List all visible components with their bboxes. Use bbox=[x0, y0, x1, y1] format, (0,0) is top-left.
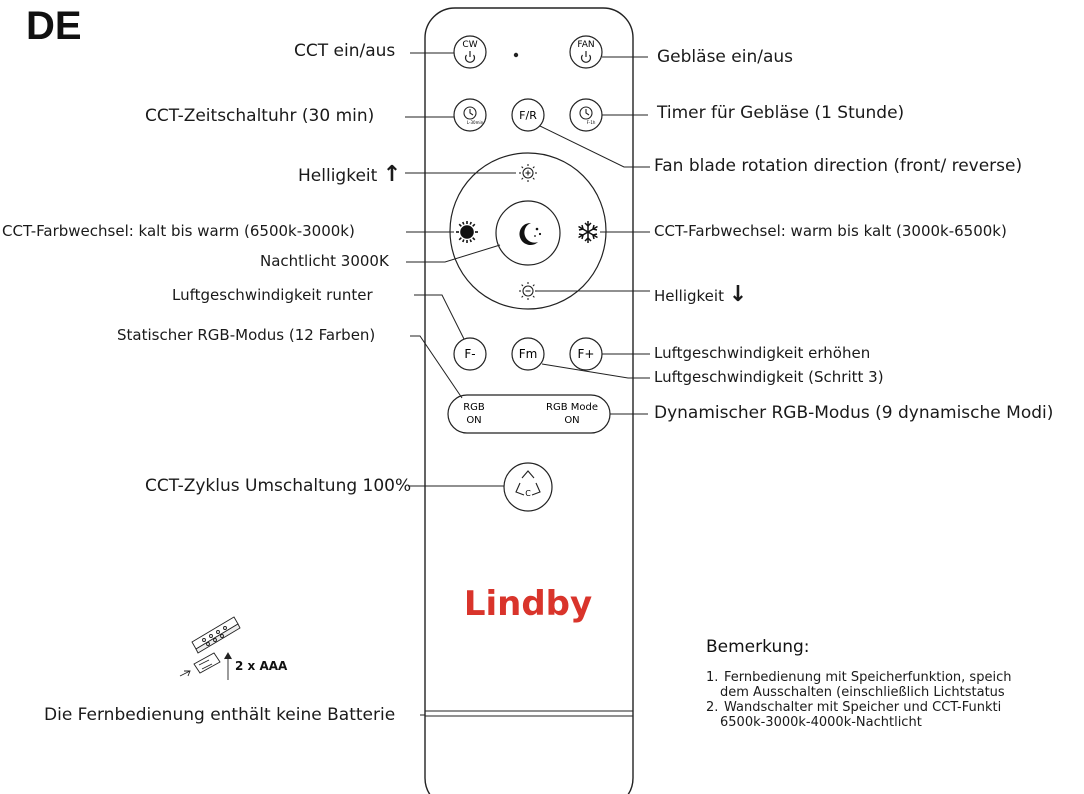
label-cct-cycle: CCT-Zyklus Umschaltung 100% bbox=[145, 476, 412, 496]
page-title: DE bbox=[26, 4, 82, 48]
remark-1-line1: Fernbedienung mit Speicherfunktion, spei… bbox=[724, 670, 1011, 685]
rgb-pill bbox=[447, 394, 611, 434]
brightness-up-text: Helligkeit bbox=[298, 166, 378, 186]
brightness-down-text: Helligkeit bbox=[654, 287, 724, 305]
remark-1-line2: dem Ausschalten (einschließlich Lichtsta… bbox=[720, 685, 1005, 700]
power-icon bbox=[464, 51, 476, 63]
rgb-mode-label: RGB Mode bbox=[546, 402, 598, 413]
timer-icon bbox=[463, 106, 477, 120]
label-fan-speed-up: Luftgeschwindigkeit erhöhen bbox=[654, 344, 871, 362]
remark-2-line1: Wandschalter mit Speicher und CCT-Funkti bbox=[724, 700, 1001, 715]
rgb-mode-label-2: ON bbox=[564, 415, 579, 426]
brand-logo: Lindby bbox=[464, 584, 592, 624]
cct-timer-button[interactable]: L-30min bbox=[453, 98, 487, 132]
battery-icon bbox=[179, 616, 241, 680]
cct-timer-sublabel: L-30min bbox=[467, 120, 484, 125]
led-indicator bbox=[513, 52, 519, 58]
fm-button[interactable]: Fm bbox=[511, 337, 545, 371]
remark-1-number: 1. bbox=[706, 670, 718, 685]
fan-button[interactable]: FAN bbox=[569, 35, 603, 69]
f-plus-button[interactable]: F+ bbox=[569, 337, 603, 371]
fr-label: F/R bbox=[519, 109, 537, 122]
f-minus-button[interactable]: F- bbox=[453, 337, 487, 371]
rgb-on-button[interactable]: RGB ON bbox=[463, 402, 485, 426]
sun-plus-icon bbox=[519, 164, 537, 182]
snowflake-icon bbox=[578, 221, 598, 243]
leader-lines bbox=[405, 52, 650, 716]
fr-button[interactable]: F/R bbox=[511, 98, 545, 132]
power-icon bbox=[580, 51, 592, 63]
cycle-letter: C bbox=[525, 489, 531, 498]
label-warm-to-cold: CCT-Farbwechsel: warm bis kalt (3000k-65… bbox=[654, 222, 1007, 240]
remark-2-number: 2. bbox=[706, 700, 718, 715]
label-fan-onoff: Gebläse ein/aus bbox=[657, 47, 794, 67]
fan-timer-sublabel: F-1h bbox=[587, 120, 596, 125]
fan-label: FAN bbox=[577, 40, 594, 50]
f-minus-label: F- bbox=[464, 347, 475, 361]
label-no-battery: Die Fernbedienung enthält keine Batterie bbox=[44, 705, 396, 725]
label-fan-speed-down: Luftgeschwindigkeit runter bbox=[172, 286, 373, 304]
rgb-mode-button[interactable]: RGB Mode ON bbox=[546, 402, 598, 426]
fm-label: Fm bbox=[519, 347, 538, 361]
recycle-icon bbox=[515, 470, 541, 496]
label-cct-timer: CCT-Zeitschaltuhr (30 min) bbox=[145, 106, 375, 126]
rgb-on-label-2: ON bbox=[466, 415, 481, 426]
moon-icon bbox=[519, 222, 542, 245]
label-night-light: Nachtlicht 3000K bbox=[260, 252, 389, 270]
label-static-rgb: Statischer RGB-Modus (12 Farben) bbox=[117, 326, 376, 344]
label-cct-onoff: CCT ein/aus bbox=[294, 41, 396, 61]
cw-button[interactable]: CW bbox=[453, 35, 487, 69]
label-fan-timer: Timer für Gebläse (1 Stunde) bbox=[657, 103, 905, 123]
label-fan-speed-step: Luftgeschwindigkeit (Schritt 3) bbox=[654, 368, 884, 386]
cold-to-warm-button[interactable] bbox=[456, 221, 478, 243]
brightness-up-button[interactable] bbox=[519, 164, 537, 182]
arrow-up-icon: ↑ bbox=[382, 162, 402, 187]
remark-2-line2: 6500k-3000k-4000k-Nachtlicht bbox=[720, 715, 922, 730]
label-cold-to-warm: CCT-Farbwechsel: kalt bis warm (6500k-30… bbox=[2, 222, 355, 240]
label-brightness-down: Helligkeit ↓ bbox=[654, 284, 747, 306]
battery-label: 2 x AAA bbox=[235, 659, 288, 673]
fan-timer-button[interactable]: F-1h bbox=[569, 98, 603, 132]
cct-cycle-button[interactable]: C bbox=[503, 462, 553, 512]
arrow-down-icon: ↓ bbox=[728, 282, 748, 307]
rgb-on-label: RGB bbox=[463, 402, 485, 413]
label-brightness-up: Helligkeit ↑ bbox=[298, 164, 401, 186]
warm-sun-icon bbox=[456, 221, 478, 243]
warm-to-cold-button[interactable] bbox=[578, 221, 598, 243]
night-light-button[interactable] bbox=[495, 200, 561, 266]
label-fan-direction: Fan blade rotation direction (front/ rev… bbox=[654, 156, 1023, 176]
remarks-heading: Bemerkung: bbox=[706, 637, 810, 657]
cw-label: CW bbox=[462, 40, 477, 50]
label-dynamic-rgb: Dynamischer RGB-Modus (9 dynamische Modi… bbox=[654, 403, 1054, 423]
timer-icon bbox=[579, 106, 593, 120]
f-plus-label: F+ bbox=[578, 347, 595, 361]
